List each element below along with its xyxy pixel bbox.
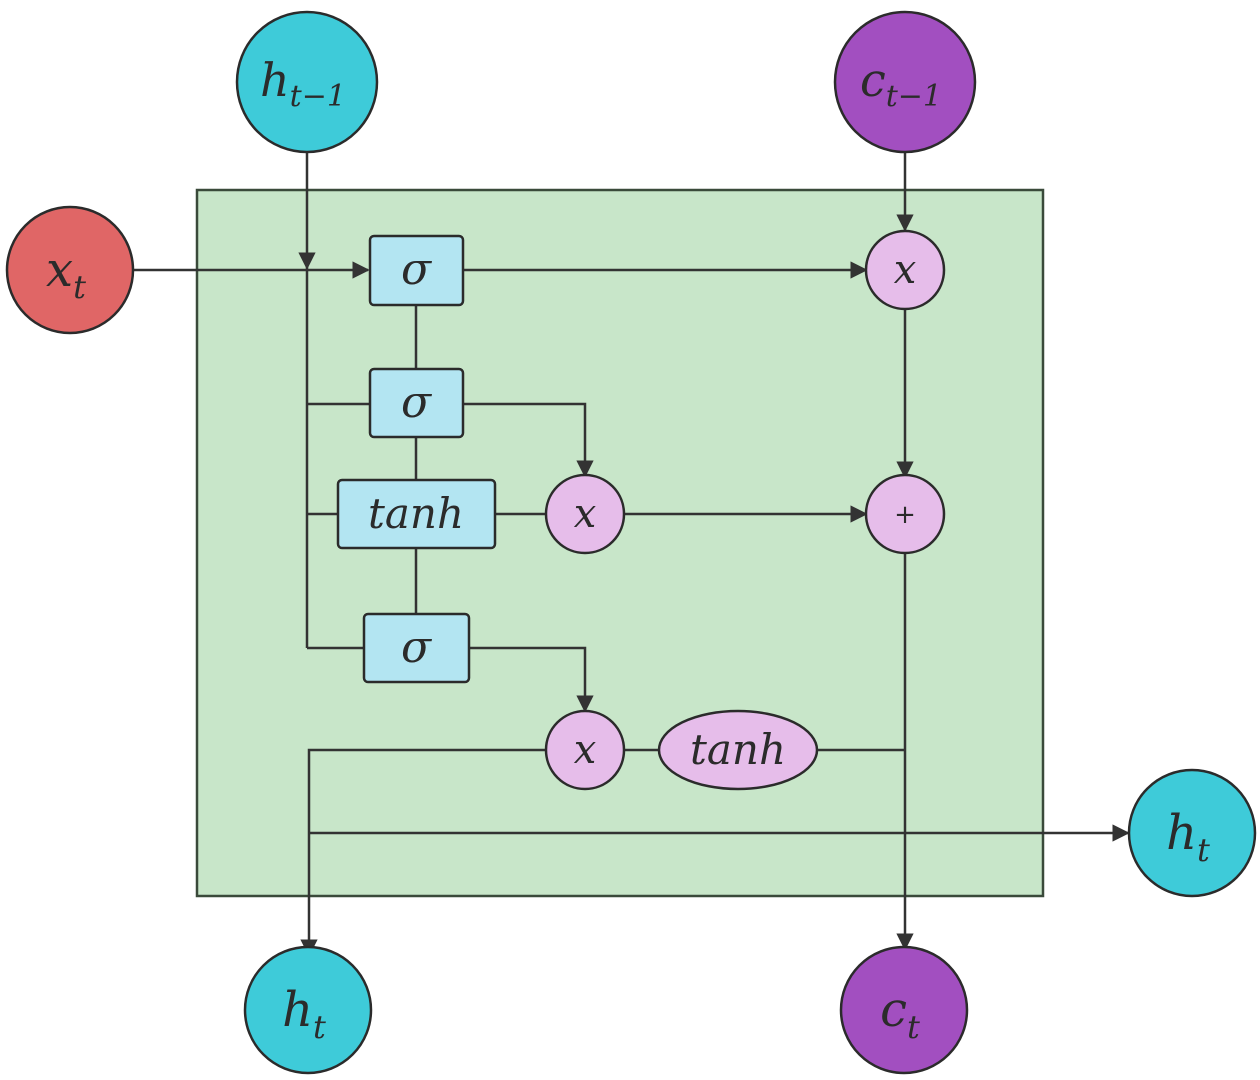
svg-text:ht: ht — [1166, 805, 1210, 869]
x-t-base: x — [46, 242, 73, 298]
output-gate-label: σ — [401, 622, 433, 673]
input-c-prev: ct−1 — [833, 10, 977, 154]
input-h-prev: ht−1 — [235, 10, 379, 154]
forget-multiply-label: x — [894, 247, 917, 293]
h-bottom-sub: t — [313, 1008, 326, 1046]
c-bottom-base: c — [880, 982, 907, 1038]
output-tanh-label: tanh — [690, 725, 786, 774]
h-prev-sub: t−1 — [290, 79, 346, 114]
svg-text:ct: ct — [880, 982, 920, 1046]
candidate-gate: tanh — [336, 478, 497, 550]
input-x-t: xt — [5, 205, 135, 335]
cell-add-op: + — [864, 473, 946, 555]
svg-text:ct−1: ct−1 — [860, 53, 942, 114]
h-prev-base: h — [260, 53, 290, 107]
h-bottom-base: h — [282, 982, 313, 1038]
forget-gate: σ — [368, 234, 465, 307]
output-tanh-op: tanh — [657, 709, 819, 791]
output-gate: σ — [362, 612, 471, 684]
cell-add-label: + — [894, 500, 916, 530]
h-right-sub: t — [1197, 831, 1210, 869]
svg-text:ht: ht — [282, 982, 326, 1046]
output-h-bottom: ht — [243, 945, 373, 1075]
c-prev-base: c — [860, 53, 886, 107]
output-c-bottom: ct — [839, 945, 969, 1075]
candidate-gate-label: tanh — [368, 489, 464, 538]
x-t-sub: t — [73, 268, 86, 306]
input-multiply-op: x — [544, 473, 626, 555]
svg-text:ht−1: ht−1 — [260, 53, 346, 114]
forget-gate-label: σ — [401, 244, 433, 295]
c-bottom-sub: t — [907, 1008, 920, 1046]
c-prev-sub: t−1 — [886, 79, 942, 114]
svg-text:xt: xt — [46, 242, 86, 306]
forget-multiply-op: x — [864, 229, 946, 311]
output-h-right: ht — [1127, 768, 1257, 898]
h-right-base: h — [1166, 805, 1197, 861]
output-multiply-label: x — [574, 727, 597, 773]
connection-wires — [133, 145, 1130, 957]
input-gate-label: σ — [401, 377, 433, 428]
input-gate: σ — [368, 367, 465, 439]
input-multiply-label: x — [574, 491, 597, 537]
output-multiply-op: x — [544, 709, 626, 791]
